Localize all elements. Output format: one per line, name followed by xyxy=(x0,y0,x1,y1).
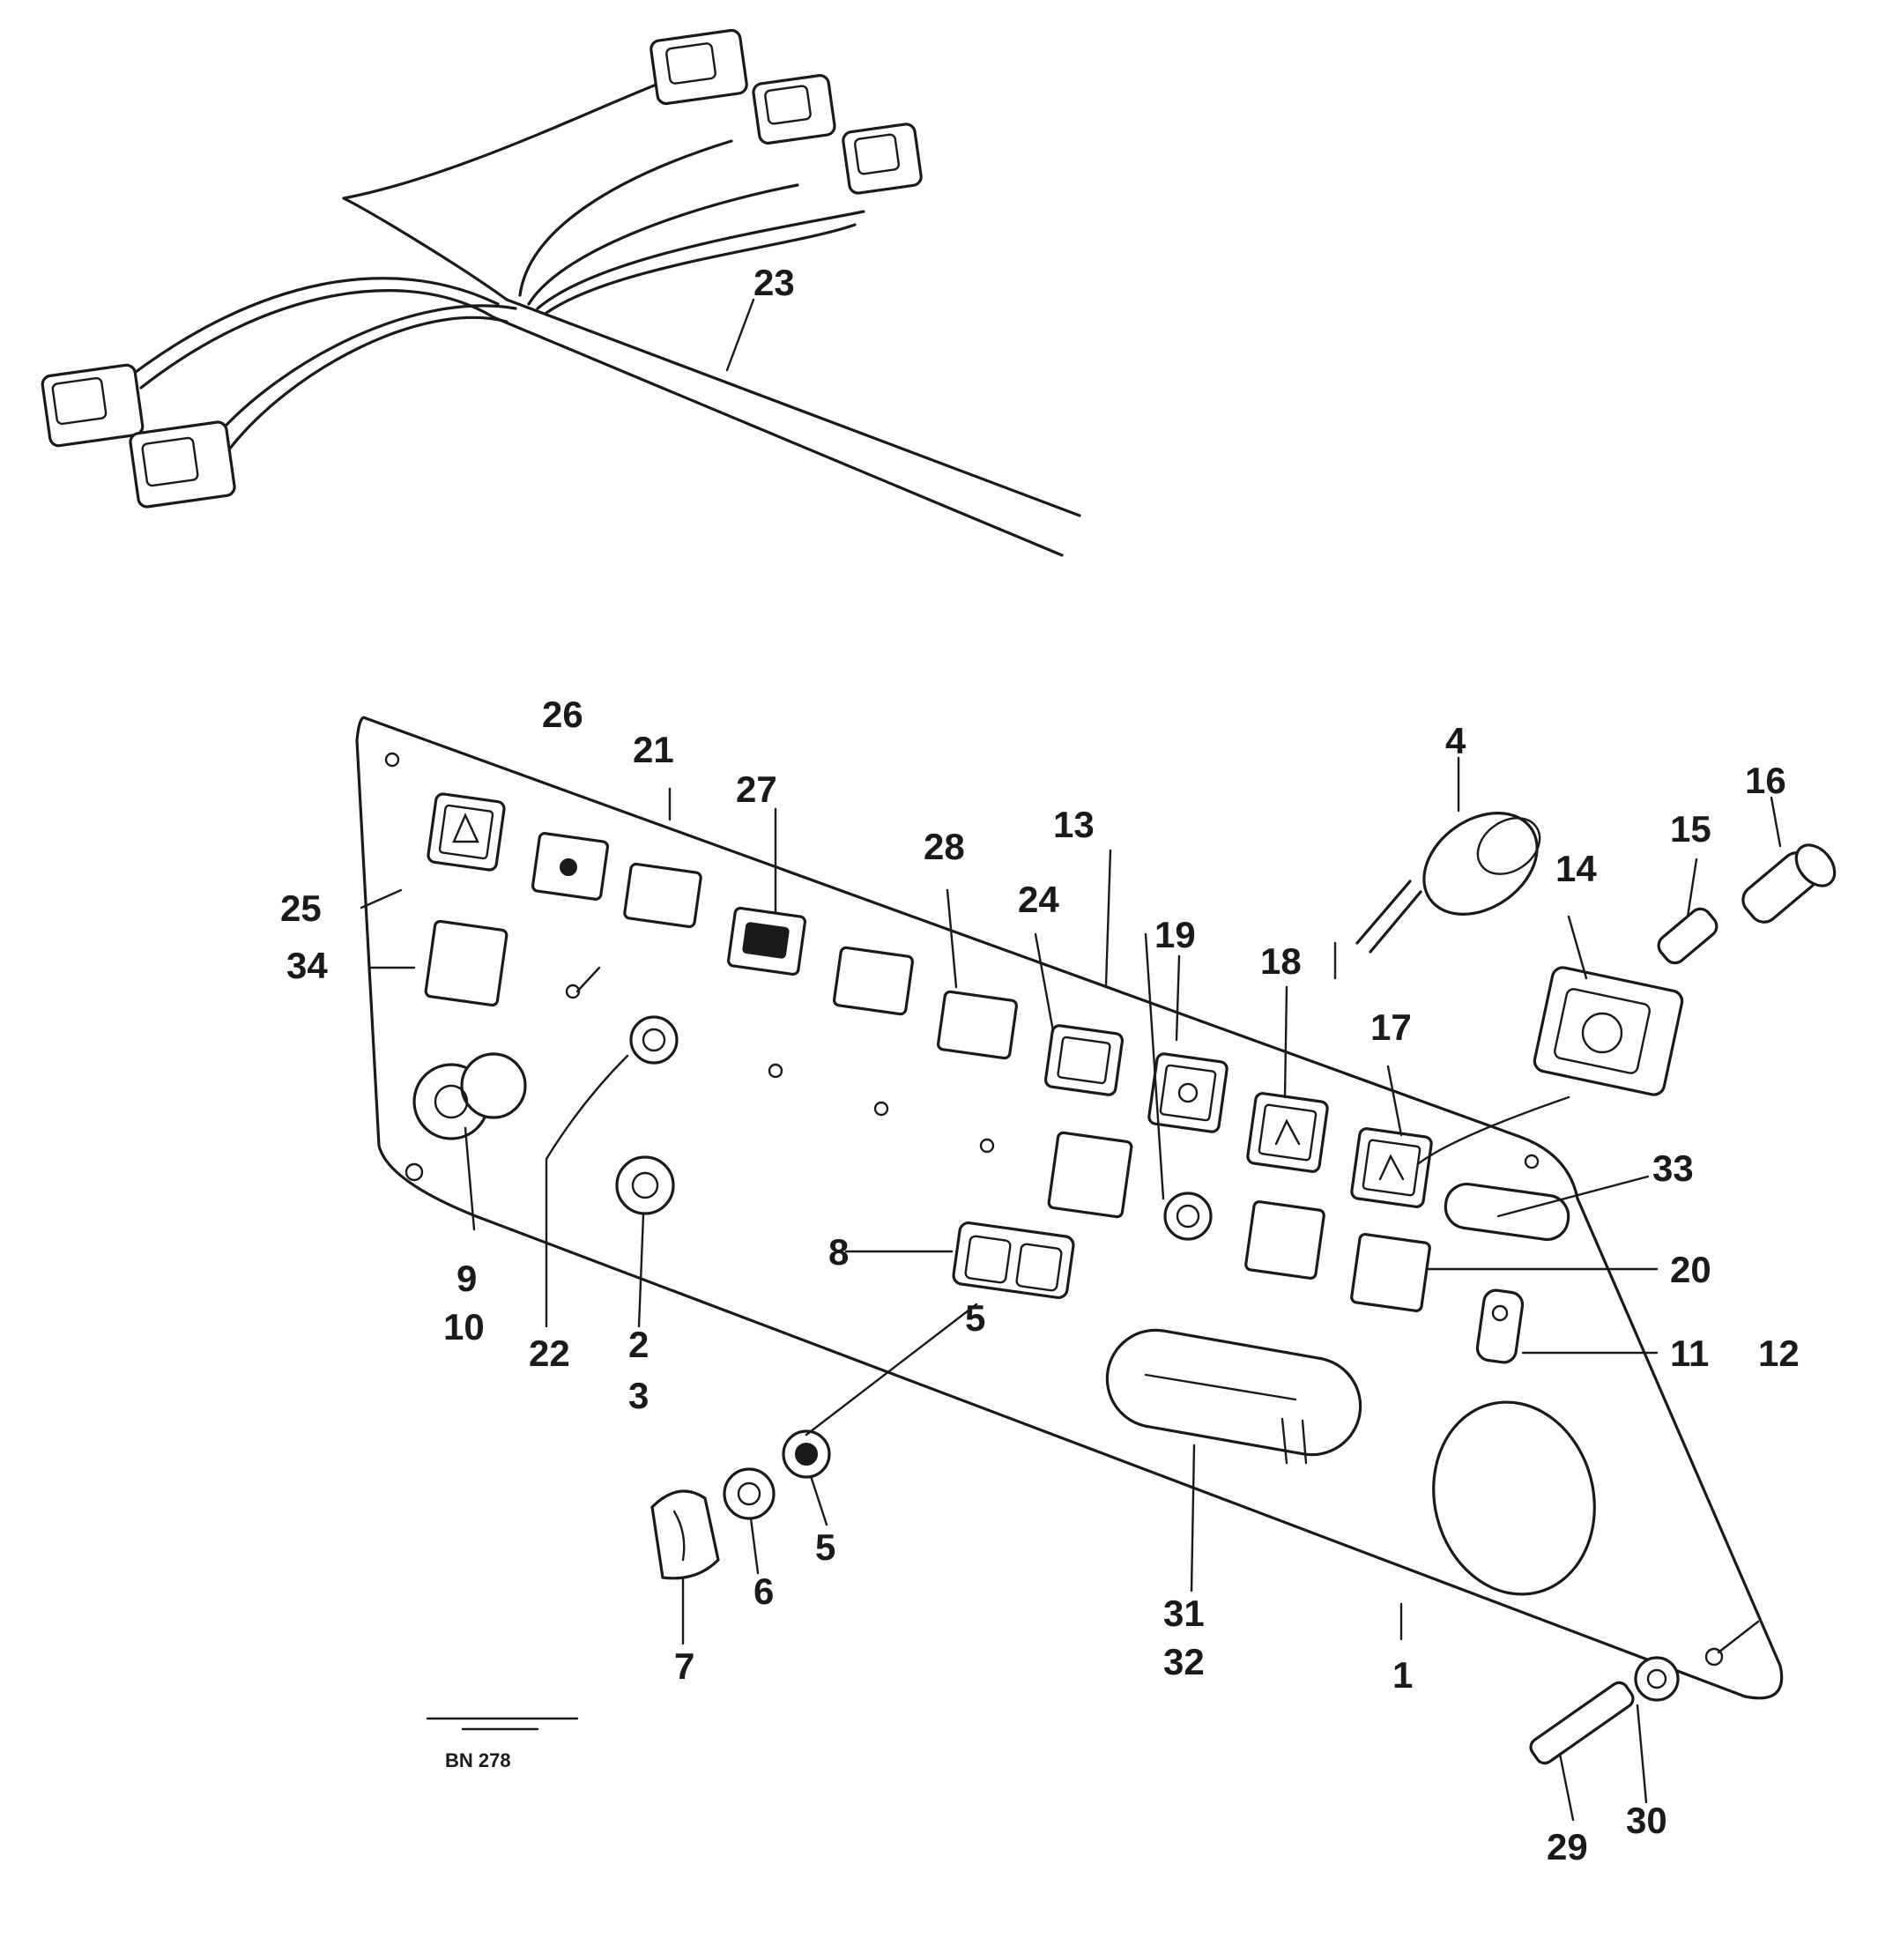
panel-switch xyxy=(936,990,1019,1060)
indicator-lamp xyxy=(615,1155,675,1215)
callout-10: 10 xyxy=(443,1306,485,1348)
callout-13: 13 xyxy=(1053,804,1095,845)
callout-3: 3 xyxy=(628,1375,649,1416)
connector-plug xyxy=(752,74,836,145)
callout-5-upper: 5 xyxy=(965,1297,985,1339)
panel-switch xyxy=(1246,1092,1329,1173)
callout-7: 7 xyxy=(674,1645,694,1687)
callout-29: 29 xyxy=(1547,1826,1588,1867)
connector-plug xyxy=(842,122,923,195)
knob-nut xyxy=(782,1429,831,1479)
callout-28: 28 xyxy=(924,826,965,867)
panel-switch xyxy=(623,862,702,929)
indicator-lamp xyxy=(1163,1192,1213,1241)
mounting-bolt xyxy=(1529,1681,1635,1765)
drawing-code: BN 278 xyxy=(445,1749,511,1771)
panel-switch xyxy=(1043,1024,1125,1096)
key-switch xyxy=(1475,1288,1525,1364)
socket-component xyxy=(1533,966,1684,1096)
callout-31: 31 xyxy=(1163,1592,1205,1634)
panel-screw xyxy=(384,752,1724,1667)
plug-component xyxy=(1355,812,1541,954)
panel-switch xyxy=(726,906,807,976)
callout-labels: 23 26 21 27 28 24 13 19 18 17 4 14 15 16… xyxy=(280,262,1800,1867)
panel-switch xyxy=(1147,1052,1228,1133)
callout-15: 15 xyxy=(1670,808,1711,850)
callout-18: 18 xyxy=(1260,940,1302,982)
fuse-component xyxy=(1657,907,1718,965)
knob-washer xyxy=(723,1467,776,1520)
callout-16: 16 xyxy=(1745,760,1786,801)
callout-21: 21 xyxy=(633,729,674,770)
callout-20: 20 xyxy=(1670,1249,1711,1290)
callout-5-lower: 5 xyxy=(815,1526,835,1568)
callout-14: 14 xyxy=(1555,848,1597,889)
drawing-reference: BN 278 xyxy=(426,1717,579,1771)
callout-26: 26 xyxy=(542,694,583,735)
panel-switch xyxy=(427,792,506,872)
fuse-holder-component xyxy=(1741,843,1837,924)
callout-11: 11 xyxy=(1670,1333,1709,1374)
panel-switch xyxy=(1350,1232,1431,1313)
connector-plug xyxy=(129,420,236,509)
callout-32: 32 xyxy=(1163,1641,1205,1682)
instrument-panel xyxy=(355,716,1784,1700)
callout-25: 25 xyxy=(280,887,322,929)
panel-switch xyxy=(531,832,610,901)
callout-30: 30 xyxy=(1626,1800,1667,1841)
rocker-switch xyxy=(952,1221,1075,1300)
callout-24: 24 xyxy=(1018,879,1059,920)
indicator-lamp xyxy=(629,1015,679,1065)
callout-27: 27 xyxy=(736,768,777,810)
panel-switch xyxy=(1047,1131,1133,1219)
knob-cap xyxy=(650,1489,720,1580)
callout-6: 6 xyxy=(753,1570,774,1612)
connector-plug xyxy=(41,363,145,448)
callout-17: 17 xyxy=(1370,1006,1412,1048)
gauge-opening xyxy=(1432,1400,1596,1596)
panel-switch xyxy=(832,946,915,1016)
mounting-washer xyxy=(1634,1656,1680,1702)
wiring-harness xyxy=(130,78,1081,557)
label-holder xyxy=(1105,1328,1362,1465)
callout-22: 22 xyxy=(529,1333,570,1374)
callout-19: 19 xyxy=(1154,914,1196,955)
callout-4: 4 xyxy=(1445,720,1466,761)
callout-8: 8 xyxy=(828,1231,849,1273)
panel-switch xyxy=(1244,1199,1325,1281)
callout-12: 12 xyxy=(1758,1333,1800,1374)
leader-lines xyxy=(360,298,1782,1822)
panel-switch xyxy=(1350,1127,1433,1208)
callout-1: 1 xyxy=(1392,1654,1413,1696)
rotary-knob xyxy=(412,1052,527,1140)
callout-34: 34 xyxy=(286,945,328,986)
warning-lamp-strip xyxy=(1444,1183,1570,1241)
connector-plug xyxy=(650,28,748,106)
callout-23: 23 xyxy=(753,262,795,303)
panel-switch xyxy=(424,919,508,1007)
callout-9: 9 xyxy=(457,1258,477,1299)
callout-33: 33 xyxy=(1652,1147,1694,1189)
callout-2: 2 xyxy=(628,1324,649,1365)
